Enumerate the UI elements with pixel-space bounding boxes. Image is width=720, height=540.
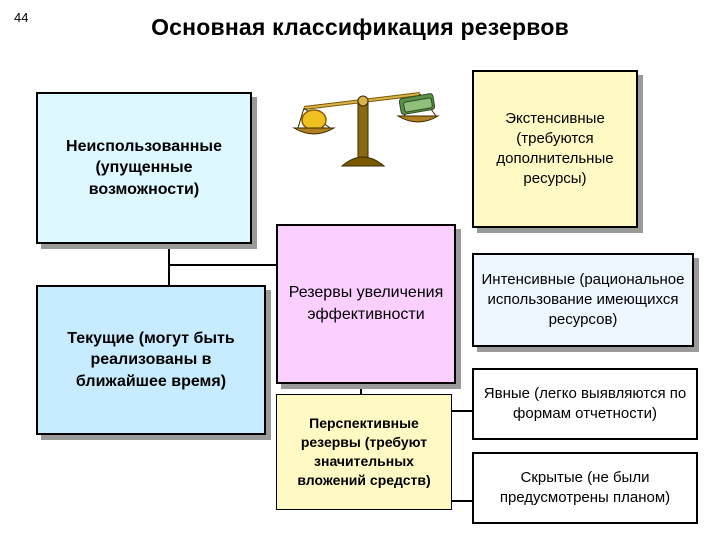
connector-line: [168, 244, 170, 266]
page-number: 44: [14, 10, 29, 25]
explicit-reserves-box: Явные (легко выявляются по формам отчетн…: [472, 368, 698, 440]
hidden-reserves-box: Скрытые (не были предусмотрены планом): [472, 452, 698, 524]
connector-line: [168, 264, 170, 286]
extensive-reserves-box: Экстенсивные (требуются дополнительные р…: [472, 70, 638, 228]
connector-line: [168, 264, 278, 266]
connector-line: [360, 384, 362, 394]
perspective-reserves-box: Перспективные резервы (требуют значитель…: [276, 394, 452, 510]
efficiency-reserves-box: Резервы увеличения эффективности: [276, 224, 456, 384]
unused-reserves-box: Неиспользованные (упущенные возможности): [36, 92, 252, 244]
page-title: Основная классификация резервов: [151, 14, 569, 40]
current-reserves-box: Текущие (могут быть реализованы в ближай…: [36, 285, 266, 435]
intensive-reserves-box: Интенсивные (рациональное использование …: [472, 253, 694, 347]
balance-scales-icon: [292, 92, 440, 167]
connector-line: [452, 410, 472, 412]
connector-line: [452, 500, 472, 502]
